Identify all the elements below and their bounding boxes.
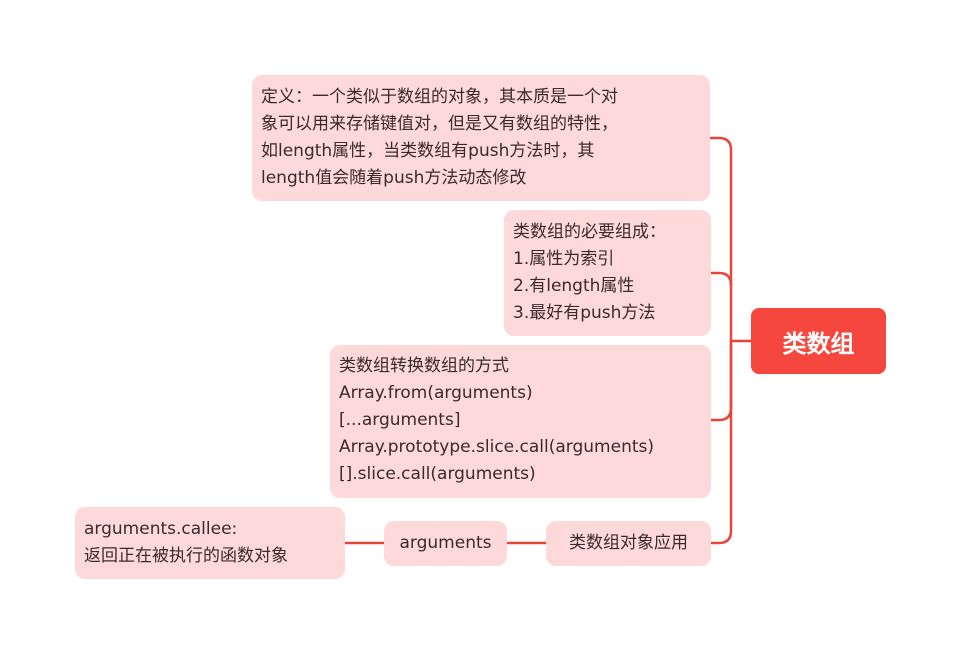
arguments-node[interactable]: arguments	[384, 521, 507, 566]
conversion-node[interactable]: 类数组转换数组的方式 Array.from(arguments) [...arg…	[330, 345, 711, 498]
components-node[interactable]: 类数组的必要组成： 1.属性为索引 2.有length属性 3.最好有push方…	[504, 210, 711, 336]
conversion-line: [].slice.call(arguments)	[339, 464, 536, 484]
definition-line: 如length属性，当类数组有push方法时，其	[261, 141, 595, 161]
conversion-line: [...arguments]	[339, 410, 461, 430]
conversion-line: Array.prototype.slice.call(arguments)	[339, 437, 654, 457]
connector-to-conversion	[709, 339, 733, 422]
callee-line: 返回正在被执行的函数对象	[84, 546, 288, 566]
callee-line: arguments.callee:	[84, 519, 238, 539]
components-line: 类数组的必要组成：	[513, 222, 666, 242]
application-node[interactable]: 类数组对象应用	[546, 521, 711, 566]
definition-line: 定义：一个类似于数组的对象，其本质是一个对	[261, 87, 618, 107]
components-line: 3.最好有push方法	[513, 303, 656, 323]
conversion-line: Array.from(arguments)	[339, 383, 533, 403]
root-node[interactable]: 类数组	[751, 308, 886, 374]
conversion-line: 类数组转换数组的方式	[339, 356, 509, 376]
definition-line: length值会随着push方法动态修改	[261, 168, 527, 188]
definition-node[interactable]: 定义：一个类似于数组的对象，其本质是一个对 象可以用来存储键值对，但是又有数组的…	[252, 75, 710, 201]
root-label: 类数组	[782, 329, 855, 358]
application-label: 类数组对象应用	[569, 533, 688, 553]
definition-line: 象可以用来存储键值对，但是又有数组的特性，	[261, 114, 618, 134]
callee-node[interactable]: arguments.callee: 返回正在被执行的函数对象	[75, 507, 345, 579]
connector-to-application	[709, 339, 733, 545]
components-line: 2.有length属性	[513, 276, 635, 296]
connector-to-definition	[709, 136, 733, 343]
arguments-label: arguments	[399, 533, 492, 553]
components-line: 1.属性为索引	[513, 249, 615, 269]
connector-to-components	[709, 271, 733, 287]
